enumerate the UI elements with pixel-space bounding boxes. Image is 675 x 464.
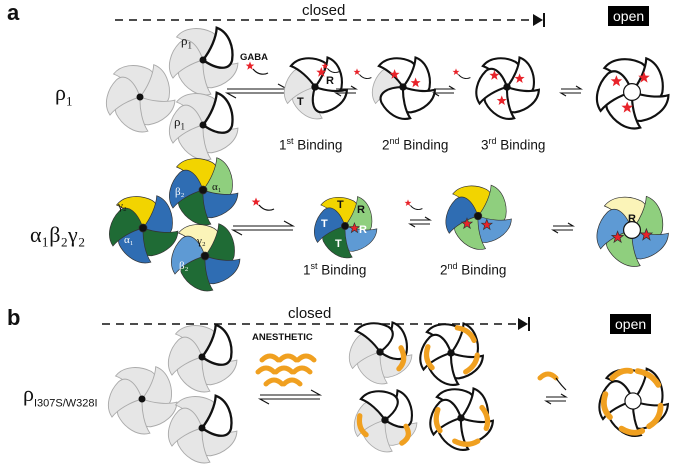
ab-g-binding-2-label: 2nd Binding: [440, 261, 506, 278]
eq-arrow-2: [433, 85, 455, 97]
beta-label-1: β₂: [175, 186, 185, 198]
rho1-subunit-label-2: ρ1: [174, 114, 185, 132]
ab-g-binding-arrow: [232, 220, 294, 236]
bind1-ord: 1: [279, 137, 287, 153]
gamma-label-1: γ₂: [118, 200, 127, 212]
binding-2-label: 2nd Binding: [382, 136, 448, 153]
rho1-sub2-sub: 1: [180, 121, 186, 132]
rho-mutant-base: ρ: [23, 381, 34, 406]
alpha-label-2: α₁: [212, 181, 222, 193]
row-label-rho1-sub: 1: [65, 93, 73, 109]
bind3-ord: 3: [481, 137, 489, 153]
ab-g-site-T1: T: [337, 199, 344, 211]
b-eq-arrow: [545, 393, 567, 405]
rho1-centers: [136, 56, 207, 129]
bind3-word: Binding: [500, 137, 546, 153]
row-label-rho1: ρ1: [55, 80, 72, 109]
ab-g-open-state: [591, 193, 675, 274]
open-label-b: open: [610, 314, 652, 334]
eq-arrow-row2-b: [552, 222, 574, 234]
abg-bind1-sup: st: [310, 261, 318, 271]
eq-arrow-row2: [409, 216, 431, 228]
ab-g-site-T3: T: [335, 238, 342, 250]
rho1-sub2-base: ρ: [174, 114, 181, 129]
gamma-label-2: γ₂: [197, 235, 206, 247]
row-label-ab-g: α₁β₂γ₂: [30, 222, 86, 247]
anesthetic-molecules: [255, 353, 317, 387]
rho1-sub1-base: ρ: [181, 33, 188, 48]
rho1-state-1: [279, 54, 353, 125]
mol-2: [354, 68, 372, 78]
ab-g-binding-1-label: 1st Binding: [303, 261, 366, 278]
closed-arrow-a: [115, 13, 545, 27]
abg-bind2-sup: nd: [447, 261, 458, 271]
ab-g-state-1: [309, 193, 382, 264]
ab-g-site-R1: R: [357, 204, 365, 216]
rho1-sub1-sub: 1: [187, 40, 193, 51]
gaba-molecule: [246, 62, 268, 75]
rho1-open-state: [592, 56, 673, 135]
bind3-sup: rd: [488, 136, 497, 146]
bind2-sup: nd: [389, 136, 400, 146]
anesthetic-label: ANESTHETIC: [252, 332, 313, 343]
site-T: T: [297, 96, 304, 108]
ab-g-resting-2: [164, 154, 244, 232]
abg-bind2-word: Binding: [461, 262, 507, 278]
beta-label-2: β₂: [179, 260, 189, 272]
agonist-mol-row2: [252, 198, 274, 211]
row-label-rho-mutant: ρI307S/W328I: [23, 381, 98, 409]
ab-g-state-2: [441, 182, 517, 256]
mol-row2-b: [405, 199, 423, 209]
bind2-ord: 2: [382, 137, 390, 153]
eq-arrow-3: [560, 85, 582, 97]
b-open-state: [595, 366, 673, 442]
site-R: R: [326, 75, 334, 87]
b-binding-arrow: [259, 389, 321, 405]
open-label-a: open: [608, 6, 650, 26]
b-anesthetic-mol: [537, 371, 567, 391]
b-resting-receptors: [104, 320, 242, 464]
ab-g-site-R2: R: [359, 224, 367, 236]
rho1-state-2: [367, 54, 441, 126]
bind2-word: Binding: [403, 137, 449, 153]
ab-g-resting-1: [104, 192, 184, 270]
closed-label-a: closed: [302, 2, 346, 19]
mol-3: [453, 68, 471, 78]
rho-mutant-sub: I307S/W328I: [33, 397, 98, 410]
rho1-state-3: [472, 55, 543, 124]
abg-bind1-word: Binding: [321, 262, 367, 278]
b-bound-receptors: [345, 319, 497, 457]
row-label-rho1-base: ρ: [55, 80, 66, 105]
panel-letter-a: a: [7, 0, 20, 25]
ab-g-resting-3: [166, 220, 246, 298]
binding-1-label: 1st Binding: [279, 136, 342, 153]
abg-bind2-ord: 2: [440, 262, 448, 278]
alpha-label-1: α₁: [124, 234, 134, 246]
ab-g-open-site-R: R: [628, 213, 636, 225]
bind1-word: Binding: [297, 137, 343, 153]
bind1-sup: st: [286, 136, 294, 146]
ab-g-site-T2: T: [321, 218, 328, 230]
binding-3-label: 3rd Binding: [481, 136, 545, 153]
gaba-label: GABA: [240, 52, 268, 63]
closed-label-b: closed: [288, 305, 332, 322]
rho1-binding-arrow: [226, 83, 288, 99]
panel-letter-b: b: [7, 305, 21, 330]
abg-bind1-ord: 1: [303, 262, 311, 278]
rho1-subunit-label-1: ρ1: [181, 33, 192, 51]
closed-arrow-b: [102, 317, 530, 331]
